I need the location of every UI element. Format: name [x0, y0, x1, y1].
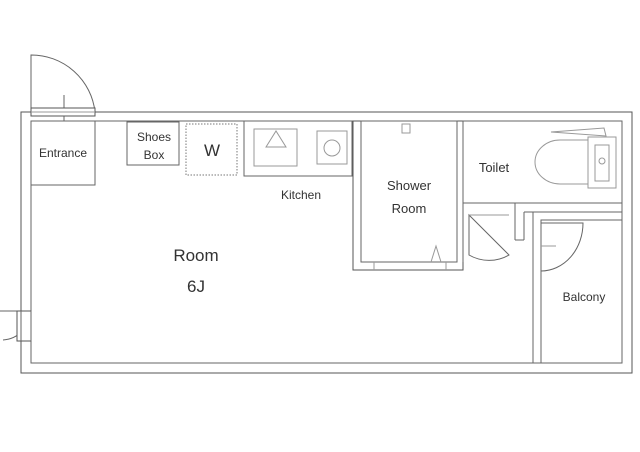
room-label: Room	[173, 246, 218, 265]
outer-walls	[20, 111, 633, 374]
toilet-fixture	[534, 139, 589, 185]
entrance-label: Entrance	[39, 146, 87, 160]
room-size-label: 6J	[187, 277, 205, 296]
side-window	[0, 310, 32, 342]
shower-room	[352, 120, 464, 271]
balcony	[532, 211, 623, 364]
washer-space	[185, 123, 238, 176]
kitchen-counter	[243, 120, 353, 177]
toilet-room	[462, 120, 623, 262]
entrance-area	[30, 54, 96, 186]
shoes-box-label-line2: Box	[144, 148, 165, 162]
shower-room-label-line1: Shower	[387, 178, 432, 193]
balcony-label: Balcony	[563, 290, 606, 304]
shoes-box-label-line1: Shoes	[137, 130, 171, 144]
toilet-label: Toilet	[479, 160, 510, 175]
shower-room-label-line2: Room	[392, 201, 427, 216]
shoes-box	[126, 121, 180, 166]
kitchen-label: Kitchen	[281, 188, 321, 202]
washer-label: W	[204, 141, 220, 160]
